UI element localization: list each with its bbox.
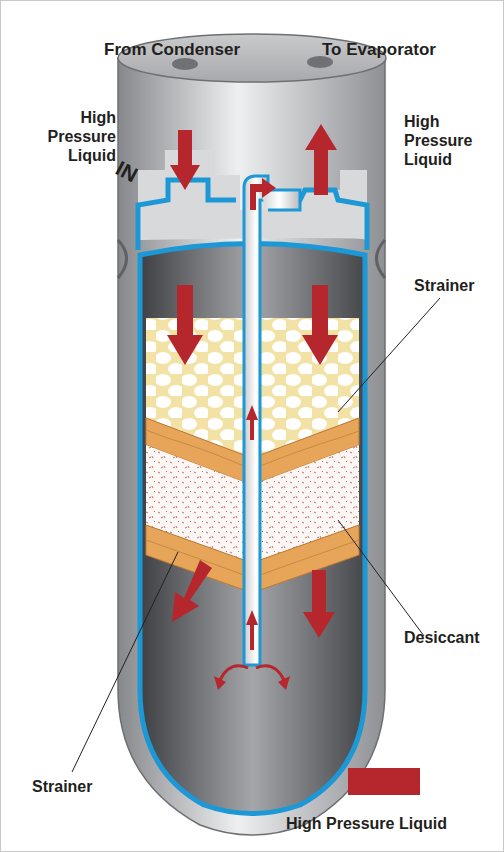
inlet-port (172, 58, 198, 70)
leader-line (338, 298, 440, 412)
flow-arrows (167, 124, 338, 650)
port-label: From Condenser (104, 40, 274, 59)
state-label: High Pressure Liquid (404, 112, 494, 169)
neck-groove (118, 240, 127, 278)
leader-line (338, 520, 424, 636)
state-label: High Pressure Liquid (30, 108, 116, 165)
bottom-flow-head (214, 676, 226, 690)
part-label: Strainer (414, 276, 504, 295)
legend-text: High Pressure Liquid (286, 814, 500, 833)
part-label: Desiccant (404, 628, 504, 647)
port-label: To Evaporator (322, 40, 492, 59)
shell (118, 58, 385, 835)
neck-groove (377, 240, 386, 278)
inlet-channel (138, 180, 236, 250)
bottom-flow-head (278, 676, 290, 690)
pickup-tube (244, 176, 268, 665)
legend-swatch (348, 768, 420, 795)
part-label: Strainer (32, 777, 132, 796)
leader-line (72, 552, 178, 772)
bottom-flow (220, 666, 284, 680)
